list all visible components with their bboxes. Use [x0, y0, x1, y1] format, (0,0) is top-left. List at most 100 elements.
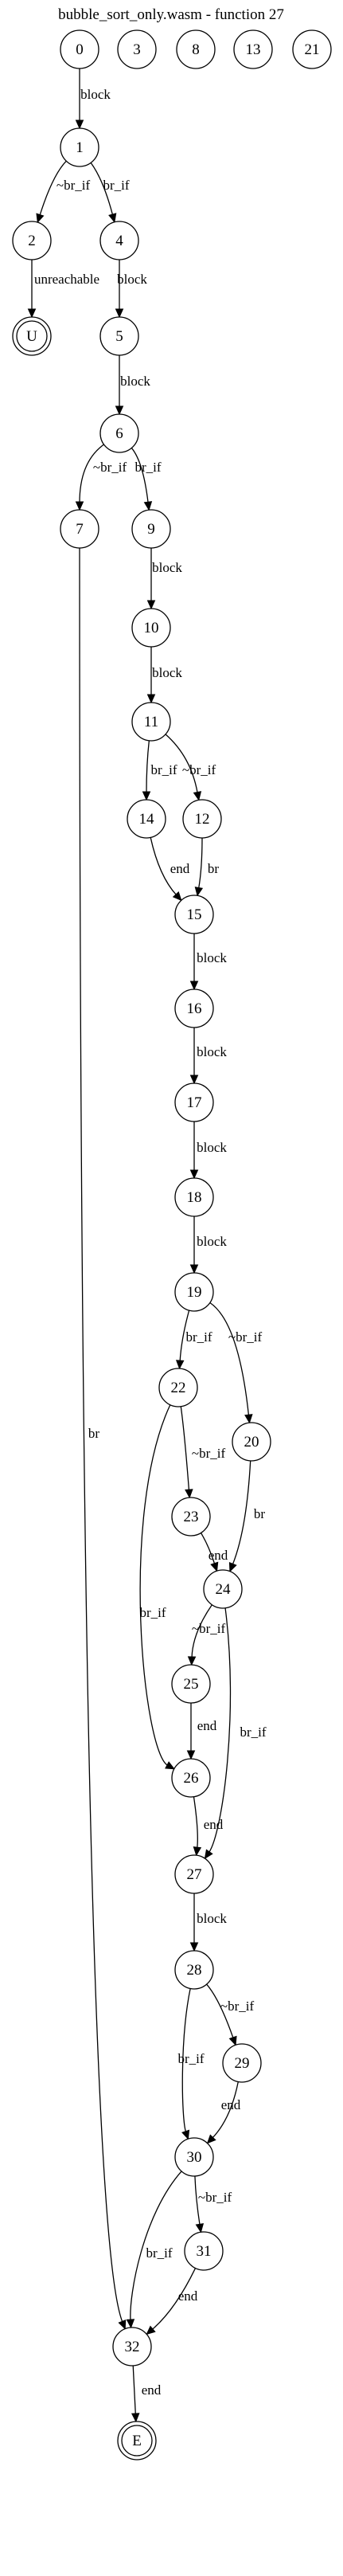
node-circle: [12, 221, 52, 260]
node-circle: [171, 1497, 211, 1537]
node-circle: [203, 1569, 243, 1609]
node-circle: [174, 1272, 214, 1312]
node-0[interactable]: 0: [60, 29, 99, 69]
edge-label: br_if: [150, 762, 177, 777]
edge-line: [194, 2175, 201, 2226]
edge-30-31: ~br_if: [194, 2175, 232, 2233]
arrowhead-icon: [27, 308, 37, 319]
node-18[interactable]: 18: [174, 1177, 214, 1217]
edge-4-5: block: [115, 260, 147, 319]
arrowhead-icon: [204, 1849, 213, 1860]
node-24[interactable]: 24: [203, 1569, 243, 1609]
node-14[interactable]: 14: [127, 799, 166, 839]
node-32[interactable]: 32: [112, 2327, 152, 2367]
node-13[interactable]: 13: [233, 29, 273, 69]
edge-line: [209, 1302, 250, 1416]
node-circle: [171, 1758, 211, 1798]
node-U[interactable]: U: [12, 316, 52, 356]
edge-label: block: [197, 1911, 227, 1926]
arrowhead-icon: [187, 1656, 197, 1666]
edge-line: [232, 1460, 251, 1565]
edge-line: [79, 444, 104, 503]
node-20[interactable]: 20: [232, 1422, 271, 1462]
edge-label: ~br_if: [182, 762, 216, 777]
node-17[interactable]: 17: [174, 1082, 214, 1122]
arrowhead-icon: [108, 213, 117, 223]
node-4[interactable]: 4: [99, 221, 139, 260]
edge-17-18: block: [189, 1122, 227, 1180]
node-26[interactable]: 26: [171, 1758, 211, 1798]
node-28[interactable]: 28: [174, 1950, 214, 1990]
node-29[interactable]: 29: [222, 2043, 262, 2083]
arrowhead-icon: [172, 891, 182, 902]
edge-12-15: br: [194, 837, 219, 897]
arrowhead-icon: [175, 1360, 185, 1370]
node-E[interactable]: E: [117, 2421, 157, 2461]
node-label: 3: [133, 41, 141, 58]
edge-label: br_if: [240, 1725, 266, 1740]
node-25[interactable]: 25: [171, 1664, 211, 1704]
edge-22-23: ~br_if: [180, 1406, 225, 1499]
edge-label: end: [204, 1817, 224, 1832]
edge-line: [191, 1604, 212, 1658]
node-5[interactable]: 5: [99, 316, 139, 356]
arrowhead-icon: [189, 981, 199, 991]
arrowhead-icon: [189, 1169, 199, 1180]
arrowhead-icon: [194, 887, 204, 897]
node-19[interactable]: 19: [174, 1272, 214, 1312]
node-31[interactable]: 31: [184, 2231, 224, 2271]
edge-label: br_if: [146, 2245, 172, 2261]
arrowhead-icon: [193, 1846, 202, 1857]
node-12[interactable]: 12: [182, 799, 222, 839]
node-circle: [184, 2231, 224, 2271]
node-2[interactable]: 2: [12, 221, 52, 260]
node-9[interactable]: 9: [131, 509, 171, 549]
edge-line: [206, 1983, 234, 2039]
node-11[interactable]: 11: [131, 702, 171, 742]
node-label: U: [26, 328, 37, 345]
node-8[interactable]: 8: [176, 29, 216, 69]
node-10[interactable]: 10: [131, 608, 171, 648]
node-circle: [174, 2137, 214, 2177]
node-16[interactable]: 16: [174, 989, 214, 1028]
edge-6-9: br_if: [131, 448, 162, 511]
node-label: 30: [187, 2149, 202, 2166]
node-23[interactable]: 23: [171, 1497, 211, 1537]
edge-label: block: [197, 950, 227, 965]
node-circle: [171, 1664, 211, 1704]
node-21[interactable]: 21: [292, 29, 332, 69]
edge-label: ~br_if: [192, 1621, 226, 1636]
arrowhead-icon: [189, 1075, 199, 1085]
edge-18-19: block: [189, 1216, 227, 1274]
node-27[interactable]: 27: [174, 1854, 214, 1894]
node-label: 11: [144, 714, 158, 730]
edge-label: end: [221, 2097, 241, 2112]
node-label: 18: [187, 1189, 202, 1206]
edge-1-4: br_if: [90, 162, 130, 223]
node-6[interactable]: 6: [99, 413, 139, 453]
node-label: 1: [76, 139, 84, 156]
arrowhead-icon: [146, 694, 156, 704]
edge-24-25: ~br_if: [187, 1604, 226, 1666]
node-1[interactable]: 1: [60, 127, 99, 167]
edge-2-U: unreachable: [27, 260, 99, 319]
node-label: 12: [195, 811, 210, 828]
node-label: 19: [187, 1284, 202, 1301]
node-30[interactable]: 30: [174, 2137, 214, 2177]
node-15[interactable]: 15: [174, 895, 214, 934]
edge-line: [197, 837, 203, 889]
node-3[interactable]: 3: [117, 29, 157, 69]
edge-label: block: [80, 87, 111, 102]
edge-31-32: end: [146, 2268, 198, 2335]
node-22[interactable]: 22: [158, 1368, 198, 1407]
node-label: 10: [144, 620, 159, 636]
arrowhead-icon: [143, 501, 153, 511]
arrowhead-icon: [189, 1942, 199, 1952]
node-inner-circle: [16, 320, 48, 352]
arrowhead-icon: [126, 2319, 135, 2329]
edge-label: br_if: [139, 1605, 166, 1620]
node-label: 5: [115, 328, 123, 345]
node-7[interactable]: 7: [60, 509, 99, 549]
edge-label: end: [142, 2382, 162, 2398]
node-label: 23: [184, 1509, 199, 1525]
